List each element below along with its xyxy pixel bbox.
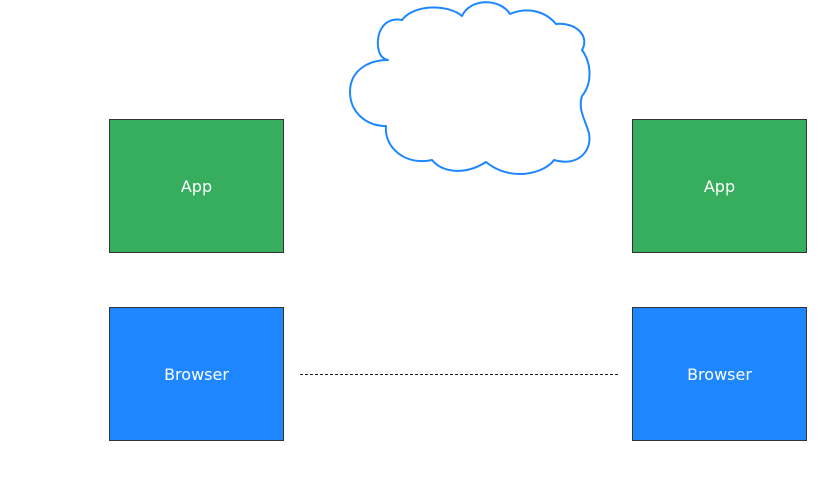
app-node-right: App xyxy=(632,119,807,253)
browser-dashed-connector xyxy=(300,374,618,375)
browser-node-right: Browser xyxy=(632,307,807,441)
app-node-left-label: App xyxy=(180,176,213,196)
cloud-icon xyxy=(349,1,591,175)
app-node-left: App xyxy=(109,119,284,253)
app-node-right-label: App xyxy=(703,176,736,196)
browser-node-left-label: Browser xyxy=(164,364,229,384)
browser-node-right-label: Browser xyxy=(687,364,752,384)
browser-node-left: Browser xyxy=(109,307,284,441)
